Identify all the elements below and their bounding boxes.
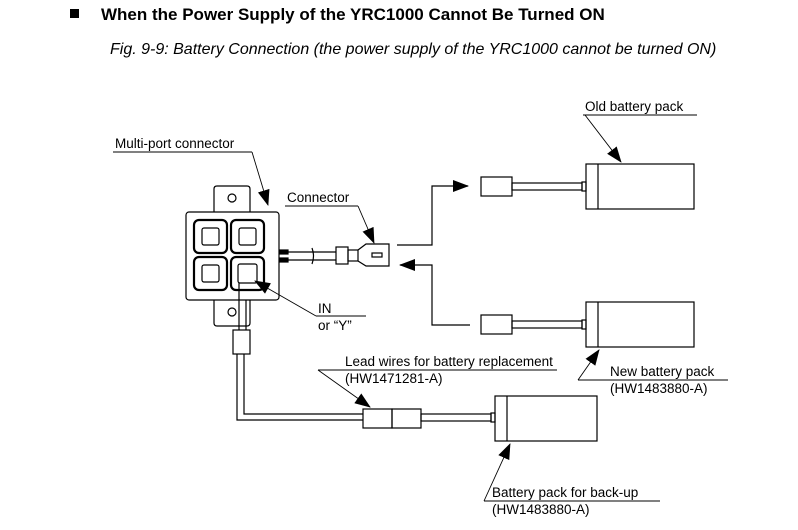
connector-leader	[357, 205, 375, 244]
in-leader	[254, 280, 317, 317]
square-bullet-icon	[70, 9, 79, 19]
lead-wires-cable	[232, 283, 496, 429]
new-battery-pack	[480, 301, 695, 348]
arrow-to-old-battery	[397, 180, 469, 246]
figure-caption: Fig. 9-9: Battery Connection (the power …	[110, 41, 717, 58]
port-1	[192, 218, 229, 255]
label-backup-battery-part: (HW1483880-A)	[492, 502, 590, 517]
label-new-battery-part: (HW1483880-A)	[610, 381, 708, 396]
label-multiport-connector: Multi-port connector	[115, 136, 235, 151]
label-in: IN	[318, 301, 332, 316]
label-old-battery: Old battery pack	[585, 99, 684, 114]
backup-battery-pack	[494, 395, 598, 442]
old-battery-leader	[584, 114, 622, 163]
port-2	[229, 218, 266, 255]
label-lead-wires: Lead wires for battery replacement	[345, 354, 553, 369]
backup-battery-leader	[483, 443, 511, 502]
old-battery-pack	[480, 163, 695, 210]
label-new-battery: New battery pack	[610, 364, 715, 379]
label-backup-battery: Battery pack for back-up	[492, 485, 638, 500]
port-3	[192, 255, 229, 292]
arrow-from-new-battery	[399, 259, 470, 326]
section-title: When the Power Supply of the YRC1000 Can…	[101, 5, 605, 24]
connector-cable	[279, 243, 390, 267]
new-battery-leader	[577, 349, 600, 381]
label-in-or-y: or “Y”	[318, 318, 352, 333]
label-lead-wires-part: (HW1471281-A)	[345, 371, 443, 386]
lead-wires-leader	[317, 369, 371, 408]
multiport-leader	[251, 151, 270, 206]
port-in	[229, 255, 266, 292]
multiport-connector	[185, 185, 280, 327]
label-connector: Connector	[287, 190, 350, 205]
section-heading: When the Power Supply of the YRC1000 Can…	[70, 5, 605, 25]
